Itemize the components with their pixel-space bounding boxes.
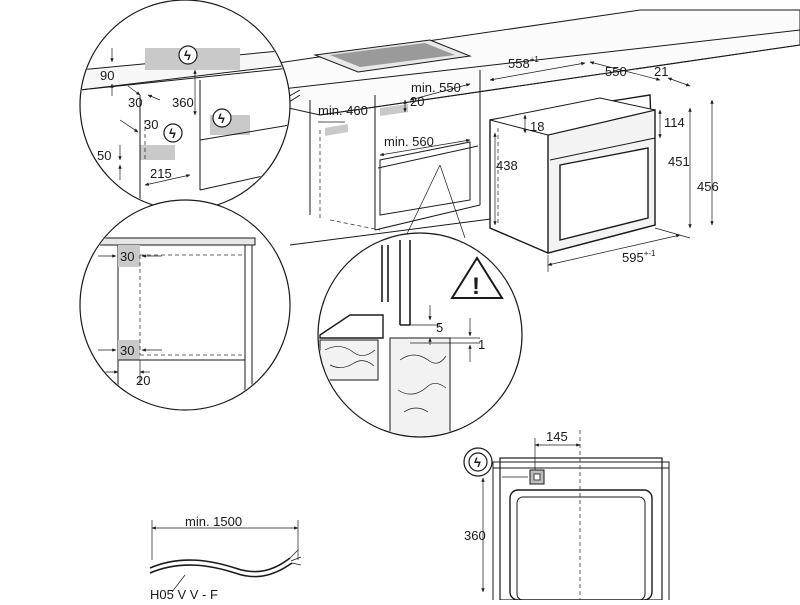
electric-hazard-icon-3 — [163, 123, 183, 143]
detail-circle-gap: ! 5 1 — [317, 164, 523, 438]
dim-451: 451 — [668, 154, 690, 169]
label-20: 20 — [410, 94, 424, 109]
label-30-upper-gap: 30 — [120, 249, 134, 264]
label-1: 1 — [478, 337, 485, 352]
label-30-mid: 30 — [144, 117, 158, 132]
oven-perspective: 558+1 550 21 18 438 114 451 456 595+-1 — [489, 55, 719, 272]
dim-114: 114 — [664, 115, 685, 130]
warning-symbol: ! — [472, 273, 480, 300]
label-360-front: 360 — [464, 528, 486, 543]
oven-front-view: ϟ 145 360 — [463, 429, 670, 601]
label-5: 5 — [436, 320, 443, 335]
detail-circle-electrical: ϟ ϟ ϟ 90 30 360 30 50 215 — [79, 0, 291, 211]
electric-hazard-symbol-3: ϟ — [169, 126, 176, 141]
dim-558: 558+1 — [508, 55, 539, 71]
label-min-550: min. 550 — [411, 80, 461, 95]
label-360: 360 — [172, 95, 194, 110]
warning-triangle-icon: ! — [450, 256, 504, 300]
electric-hazard-symbol-2: ϟ — [218, 111, 225, 126]
label-50: 50 — [97, 148, 111, 163]
electric-hazard-symbol: ϟ — [184, 48, 191, 63]
label-145: 145 — [546, 429, 568, 444]
dim-456: 456 — [697, 179, 719, 194]
electric-hazard-icon-2 — [212, 108, 232, 128]
label-20-gap: 20 — [136, 373, 150, 388]
label-min-460: min. 460 — [318, 103, 368, 118]
electric-hazard-symbol-front: ϟ — [474, 455, 481, 470]
power-cable: min. 1500 H05 V V - F — [149, 514, 302, 602]
label-30-lower-gap: 30 — [120, 343, 134, 358]
label-215: 215 — [150, 166, 172, 181]
dim-550: 550 — [605, 64, 627, 79]
electric-hazard-icon — [178, 45, 198, 65]
dim-21: 21 — [654, 64, 668, 79]
label-90: 90 — [100, 68, 114, 83]
cable-type-label: H05 V V - F — [150, 587, 218, 600]
cable-length-label: min. 1500 — [185, 514, 242, 529]
dim-438: 438 — [496, 158, 518, 173]
dim-595: 595+-1 — [622, 249, 656, 265]
label-30-top: 30 — [128, 95, 142, 110]
dim-18: 18 — [530, 119, 544, 134]
detail-circle-side-gaps: 30 30 20 — [79, 199, 291, 411]
label-min-560: min. 560 — [384, 134, 434, 149]
hob — [313, 39, 472, 73]
